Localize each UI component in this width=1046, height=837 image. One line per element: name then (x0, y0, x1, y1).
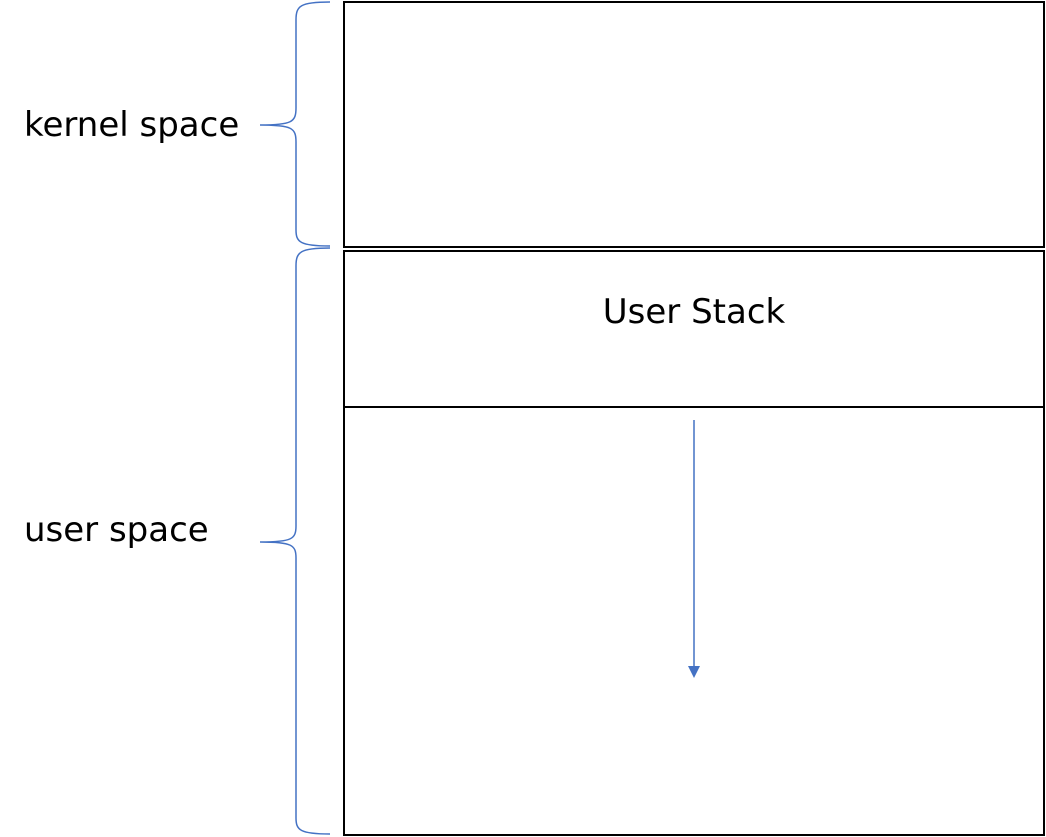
kernel-space-label: kernel space (24, 105, 240, 145)
kernel-space-brace (259, 1, 331, 247)
user-space-region (343, 250, 1045, 836)
kernel-space-region (343, 1, 1045, 248)
user-stack-label: User Stack (602, 292, 786, 332)
user-space-brace (259, 247, 331, 835)
stack-growth-arrow (688, 420, 700, 678)
user-space-label: user space (24, 510, 209, 550)
